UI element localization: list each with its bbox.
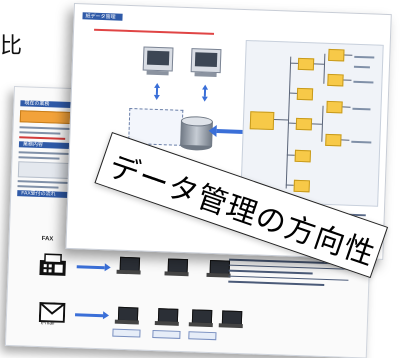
tree-connector [288, 92, 298, 94]
text-line [351, 140, 372, 144]
tree-connector [285, 184, 294, 186]
monitor-icon [190, 48, 222, 79]
section-bar-label: 業務内容 [22, 141, 44, 149]
folder-icon [249, 111, 275, 131]
laptop-icon [218, 310, 244, 329]
folder-icon [297, 57, 315, 71]
section-bar-label: 現在の業務 [24, 100, 50, 108]
text-line [352, 107, 371, 111]
tree-connector [321, 105, 324, 142]
text-line [354, 55, 375, 59]
folder-icon [295, 117, 313, 131]
up-down-arrow-icon [201, 84, 209, 102]
subtitle-line [94, 28, 215, 35]
caption-box [112, 328, 141, 338]
up-down-arrow-icon [153, 82, 161, 101]
text-line [228, 264, 349, 270]
text-line [228, 280, 325, 286]
tree-connector [311, 123, 322, 125]
section-bar-paper-data: 紙データ管理 [82, 12, 123, 21]
laptop-icon [114, 306, 140, 326]
text-line [228, 269, 313, 275]
tree-connector [342, 106, 351, 108]
folder-icon [293, 179, 310, 193]
text-line [353, 65, 370, 69]
caption-box [188, 331, 217, 341]
folder-icon [294, 149, 312, 163]
tree-connector [274, 119, 289, 121]
tree-connector [323, 53, 326, 84]
tree-connector [290, 62, 299, 64]
tree-connector [341, 139, 350, 141]
caption-box [152, 329, 181, 339]
monitor-icon [206, 259, 231, 279]
email-label: e-mail [40, 320, 55, 327]
arrow-right-icon [75, 313, 104, 318]
monitor-icon [116, 256, 141, 276]
mail-icon [38, 302, 66, 323]
folder-tree [240, 40, 384, 207]
text-line [19, 136, 66, 140]
monitor-icon [164, 258, 189, 277]
folder-icon [325, 133, 342, 147]
text-line [353, 80, 374, 84]
tree-connector [314, 63, 325, 65]
tree-connector [343, 79, 352, 81]
folder-icon [327, 73, 344, 87]
arrow-right-icon [76, 265, 105, 270]
folder-icon [326, 100, 343, 114]
fax-label: FAX [41, 236, 54, 243]
back-slide: 現在の業務 業務内容 FAX受付の流れ FAX e-mail [4, 86, 376, 358]
section-bar-label: FAX受付の流れ [21, 190, 56, 198]
folder-icon [328, 48, 345, 62]
tree-connector [287, 122, 296, 124]
fax-icon [39, 253, 66, 276]
text-line [228, 275, 349, 281]
tree-connector [344, 54, 353, 56]
heading-fragment: 比 [0, 34, 23, 59]
laptop-icon [188, 309, 214, 328]
monitor-icon [142, 46, 174, 77]
text-line [17, 185, 59, 189]
text-line [19, 131, 60, 135]
section-bar-label: 紙データ管理 [85, 13, 116, 21]
back-slide-flow: FAX e-mail [28, 236, 351, 349]
folder-icon [296, 87, 314, 101]
text-line [18, 156, 60, 160]
tree-connector [286, 154, 295, 156]
laptop-icon [154, 308, 180, 327]
